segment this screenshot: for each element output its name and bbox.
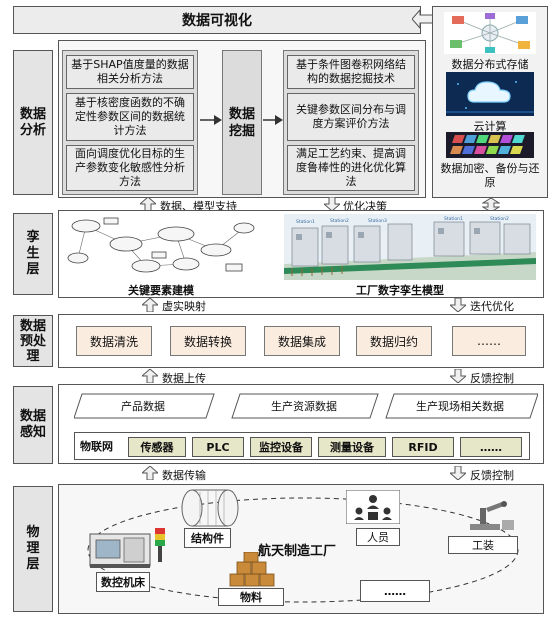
key-element-modeling-diagram [67,217,255,273]
cloud-item-computing: 云计算 [473,120,507,133]
physical-structure: 结构件 [184,528,231,548]
personnel-icon [346,490,400,524]
down-arrow-feedback-2 [450,466,466,480]
analysis-item-kde: 基于核密度函数的不确定性参数区间的数据统计方法 [66,93,194,141]
preprocess-more: …… [452,326,526,356]
label-iterative-optimize: 迭代优化 [470,300,514,313]
cloud-item-encryption: 数据加密、备份与还原 [440,162,540,189]
label-data-transmit: 数据传输 [162,469,206,482]
arrow-mining-to-methods [263,115,283,125]
twin-caption-factory: 工厂数字孪生模型 [356,284,444,297]
up-arrow-transmit [142,466,158,480]
iot-sensor: 传感器 [128,437,186,457]
analysis-item-evolution: 满足工艺约束、提高调度鲁棒性的进化优化算法 [287,145,415,191]
perception-product-data: 产品数据 [121,400,165,413]
preprocess-reduction: 数据归约 [356,326,432,356]
preprocess-cleaning: 数据清洗 [76,326,152,356]
layer-label-twin: 孪生层 [13,213,53,295]
label-feedback-control-1: 反馈控制 [470,372,514,385]
structure-part-icon [181,489,239,527]
physical-cnc: 数控机床 [96,572,150,592]
up-arrow-data-model [140,197,156,211]
factory-connection-ellipse [87,497,519,603]
iot-rfid: RFID [392,437,454,457]
down-arrow-optimize [324,197,340,211]
perception-resource-data: 生产资源数据 [271,400,337,413]
iot-monitor: 监控设备 [250,437,312,457]
twin-caption-modeling: 关键要素建模 [128,284,194,297]
up-arrow-upload [142,369,158,383]
layer-label-preprocess: 数据预处理 [13,315,53,367]
label-virtual-real-mapping: 虚实映射 [162,300,206,313]
perception-site-data: 生产现场相关数据 [416,400,504,413]
fixture-icon [470,501,514,530]
analysis-item-sensitivity: 面向调度优化目标的生产参数变化敏感性分析方法 [66,145,194,191]
svg-text:Station1: Station1 [444,216,463,222]
arrow-analysis-to-mining [200,115,222,125]
factory-digital-twin-model: Station1 Station2 Station3 Station1 Stat… [284,214,536,280]
cloud-computing-icon [446,72,534,116]
layer-label-perception: 数据感知 [13,386,53,464]
label-feedback-control-2: 反馈控制 [470,469,514,482]
material-icon [229,552,275,587]
iot-more: …… [460,437,522,457]
down-arrow-feedback-1 [450,369,466,383]
data-mining-box: 数据挖掘 [222,50,262,195]
down-arrow-iterative [450,298,466,312]
double-arrow-cloud-twin [482,198,500,212]
svg-text:Station2: Station2 [490,216,509,222]
layer-label-analysis: 数据分析 [13,50,53,195]
svg-text:Station2: Station2 [330,218,349,224]
physical-factory: 航天制造工厂 [258,544,337,559]
physical-fixture: 工装 [448,536,518,554]
analysis-item-shap: 基于SHAP值度量的数据相关分析方法 [66,55,194,89]
analysis-item-gcn: 基于条件图卷积网络结构的数据挖掘技术 [287,55,415,89]
label-data-upload: 数据上传 [162,372,206,385]
cloud-item-storage: 数据分布式存储 [451,58,529,71]
physical-material: 物料 [218,588,284,606]
encryption-backup-icon [446,132,534,158]
title-bar: 数据可视化 [13,6,421,34]
analysis-item-interval: 关键参数区间分布与调度方案评价方法 [287,93,415,141]
cnc-machine-icon [89,528,165,568]
layer-label-physical: 物理层 [13,486,53,612]
preprocess-integration: 数据集成 [264,326,340,356]
distributed-storage-icon [444,12,536,54]
label-optimize-decision: 优化决策 [343,200,387,213]
page-title: 数据可视化 [182,13,252,29]
iot-plc: PLC [192,437,244,457]
data-type-shapes [74,393,538,419]
iot-measure: 测量设备 [318,437,386,457]
svg-text:Station3: Station3 [368,218,387,224]
physical-more: …… [360,580,430,602]
preprocess-transform: 数据转换 [170,326,246,356]
physical-personnel: 人员 [356,528,400,546]
label-data-model-support: 数据、模型支持 [160,200,237,213]
iot-label: 物联网 [80,440,113,453]
svg-text:Station1: Station1 [296,219,315,225]
up-arrow-mapping [142,298,158,312]
